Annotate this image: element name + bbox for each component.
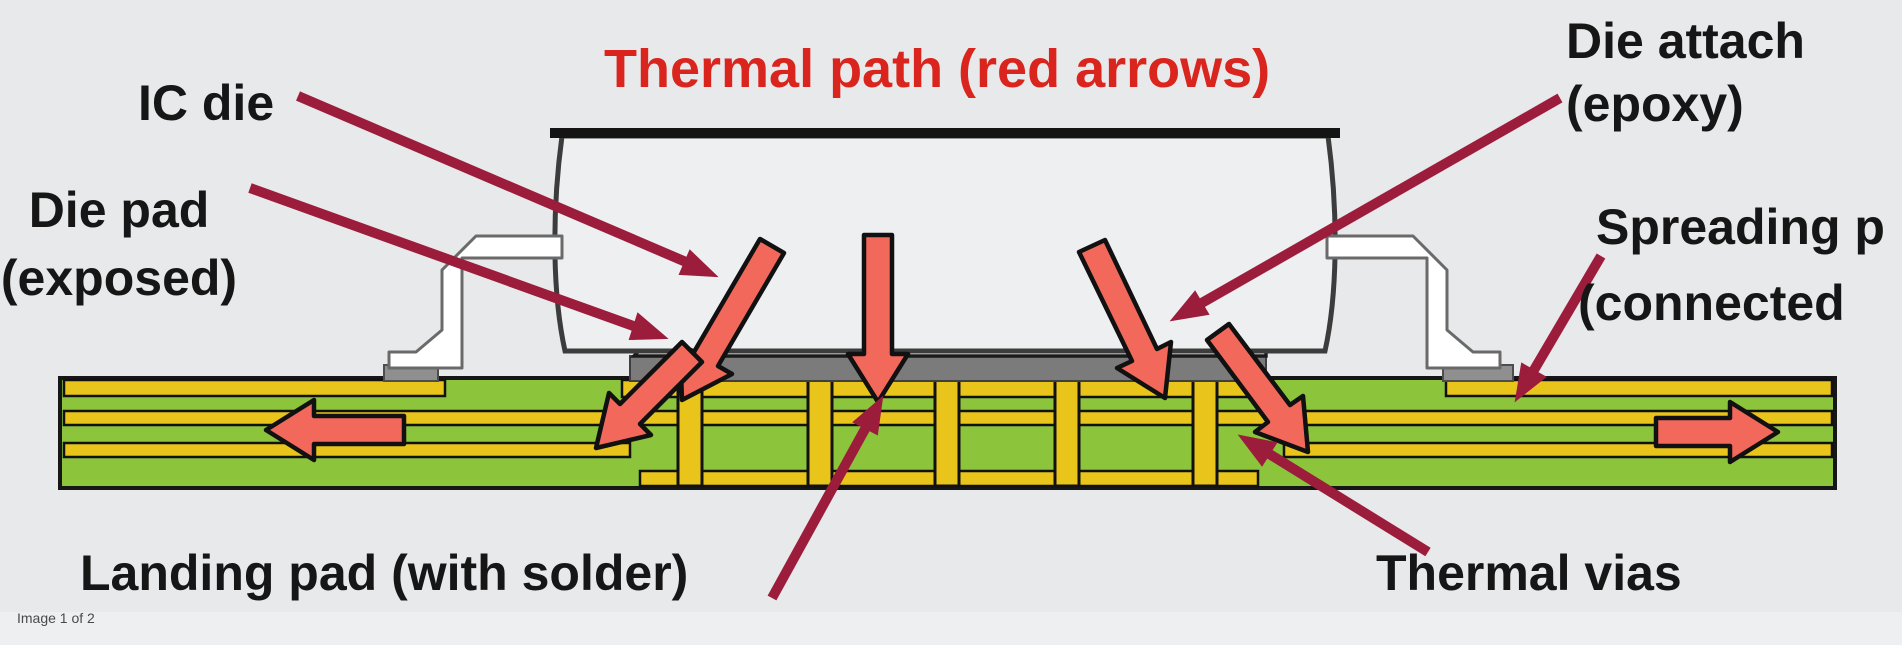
leader-ic-die [296,91,702,273]
leader-die-attach [1183,93,1563,317]
pcb-board [58,376,1837,490]
spreading-plane-label-line1: Spreading p [1596,199,1885,255]
leader-die-attach-head [1169,290,1210,322]
leader-arrows [248,91,1606,601]
leader-landing-pad-head [852,395,884,436]
die-pad-label-line2: (exposed) [0,250,238,306]
leader-thermal-vias [1255,442,1431,557]
die-pad-label: Die pad (exposed) [0,176,238,312]
lead-right [1325,234,1502,370]
leader-landing-pad [767,417,875,601]
heat-arrow-left [263,397,407,463]
heat-arrow-right [1653,399,1781,465]
ic-die-label: IC die [138,75,275,131]
heat-arrow-board-right-diag [1204,321,1311,455]
package-body [552,133,1338,354]
spreading-plane-label-line2: (connected [1578,275,1845,331]
heat-arrow-board-left-diag [593,339,705,451]
heat-arrow-die-center [845,232,911,405]
heat-arrow-die-right [1076,237,1174,401]
top-copper-right [1444,378,1834,398]
leader-die-pad [248,183,652,337]
heat-flow-arrows [263,232,1781,465]
thermal-via [933,378,961,488]
thermal-via [806,378,834,488]
leader-spreading-plane-head [1514,362,1547,403]
die-attach-label: Die attach (epoxy) [1566,10,1805,136]
die-attach-label-line1: Die attach [1566,13,1805,69]
die-attach-label-line2: (epoxy) [1566,76,1744,132]
ic-package [550,128,1340,354]
leader-die-pad-head [628,312,669,341]
lead-left [387,234,564,370]
caption-strip [0,612,1902,645]
thermal-via [1191,378,1219,488]
die-pad-label-line1: Die pad [28,182,210,238]
leader-spreading-plane [1519,253,1606,390]
landing-pad-label: Landing pad (with solder) [80,545,689,601]
thermal-vias-label: Thermal vias [1376,545,1682,601]
leader-ic-die-head [678,249,719,278]
image-counter: Image 1 of 2 [17,610,95,626]
leader-thermal-vias-head [1237,434,1278,467]
thermal-via [1053,378,1081,488]
diagram-title: Thermal path (red arrows) [604,39,1271,99]
top-copper-left [62,378,447,398]
